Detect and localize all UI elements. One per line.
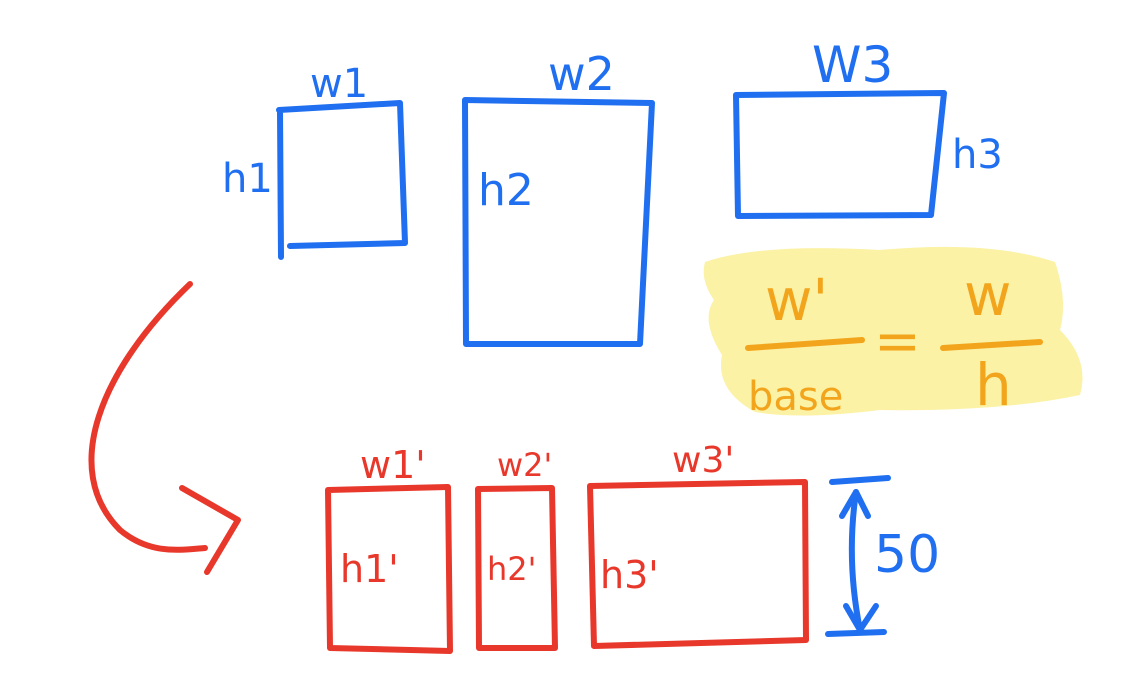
bottom-box-3: w3' h3': [587, 440, 809, 649]
transform-arrow: [88, 281, 241, 575]
top-box-1: w1 h1: [222, 61, 408, 260]
top-box-3-height-label: h3: [952, 132, 1003, 178]
dimension-value: 50: [874, 525, 940, 585]
bottom-box-2: w2' h2': [475, 446, 558, 651]
top-box-3: W3 h3: [733, 36, 1003, 219]
formula-rhs-fraction-bar: [940, 339, 1043, 351]
top-box-1-width-label: w1: [310, 61, 368, 107]
formula-lhs-denominator: base: [748, 374, 843, 420]
top-box-2-width-label: w2: [548, 47, 615, 101]
dimension-marker: 50: [825, 475, 940, 637]
formula-rhs-denominator: h: [975, 351, 1012, 419]
top-box-2-height-label: h2: [478, 165, 534, 216]
top-box-1-height-label: h1: [222, 156, 273, 202]
dimension-arrow-down: [843, 603, 879, 633]
dimension-top-tick: [829, 475, 891, 485]
dimension-bottom-tick: [825, 629, 887, 637]
formula-equals: =: [874, 309, 921, 374]
bottom-box-1: w1' h1': [325, 443, 453, 654]
top-box-2: w2 h2: [462, 47, 655, 347]
arrow-head: [179, 485, 241, 575]
dimension-line: [848, 489, 863, 633]
bottom-box-1-width-label: w1': [360, 443, 426, 487]
top-box-3-width-label: W3: [812, 36, 893, 94]
dimension-arrow-up: [839, 489, 871, 519]
formula-lhs-numerator: w': [765, 266, 828, 334]
formula-highlight: [703, 246, 1083, 416]
formula-rhs-numerator: w: [964, 261, 1011, 329]
formula: w' base = w h: [703, 246, 1083, 420]
bottom-box-3-height-label: h3': [600, 553, 659, 597]
bottom-box-2-width-label: w2': [497, 446, 552, 484]
formula-lhs-fraction-bar: [745, 337, 865, 351]
bottom-box-2-height-label: h2': [487, 550, 536, 588]
arrow-curve: [88, 281, 208, 553]
bottom-box-3-width-label: w3': [672, 440, 734, 481]
bottom-box-1-height-label: h1': [340, 547, 399, 591]
